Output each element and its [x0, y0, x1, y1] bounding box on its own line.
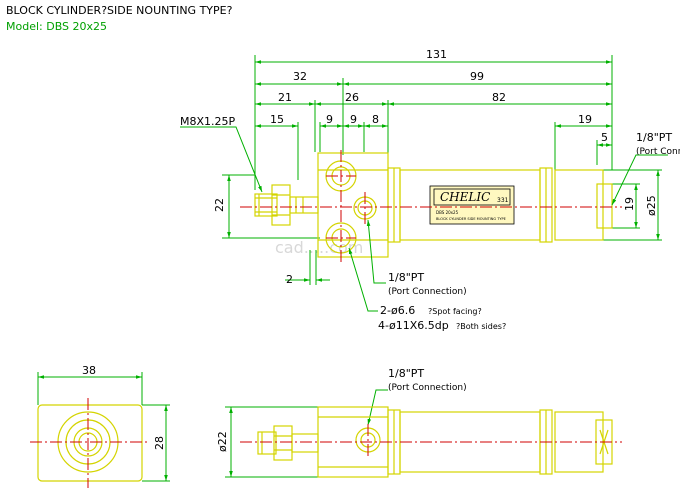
label-desc-line: BLOCK CYLINDER SIDE MOUNTING TYPE — [436, 217, 506, 221]
callout-port-right: 1/8"PT — [636, 131, 672, 144]
dim-28: 28 — [153, 436, 166, 450]
callout-thread: M8X1.25P — [180, 115, 236, 128]
dim-9a: 9 — [326, 113, 333, 126]
callout-holes-counterbore: 4-ø11X6.5dp — [378, 319, 449, 332]
drawing-title: BLOCK CYLINDER?SIDE NOUNTING TYPE? — [6, 4, 233, 17]
callout-port-bottom-sub: (Port Connection) — [388, 383, 467, 393]
dim-19-top: 19 — [578, 113, 592, 126]
label-model-line: DBS 20x25 — [436, 210, 459, 215]
dim-2: 2 — [286, 273, 293, 286]
dim-15: 15 — [270, 113, 284, 126]
dim-21: 21 — [278, 91, 292, 104]
dim-8: 8 — [372, 113, 379, 126]
chelic-label: CHELIC 331 DBS 20x25 BLOCK CYLINDER SIDE… — [429, 185, 515, 225]
dim-26: 26 — [345, 91, 359, 104]
callout-port-bottom: 1/8"PT — [388, 367, 424, 380]
callout-port-right-sub: (Port Connection) — [636, 147, 680, 157]
dim-phi25: ø25 — [645, 195, 658, 216]
dim-131: 131 — [426, 48, 447, 61]
dim-82: 82 — [492, 91, 506, 104]
dim-phi22: ø22 — [216, 431, 229, 452]
model-number: Model: DBS 20x25 — [6, 20, 108, 33]
chelic-brand: CHELIC — [440, 190, 490, 204]
center-lines-side — [240, 424, 622, 458]
dim-22: 22 — [213, 198, 226, 212]
cylinder-end-view — [37, 404, 143, 482]
dim-19-side: 19 — [623, 197, 636, 211]
dim-32: 32 — [293, 70, 307, 83]
callout-holes-spot: 2-ø6.6 — [380, 304, 415, 317]
center-lines-end — [30, 398, 150, 488]
callout-holes-spot-sub: ?Spot facing? — [428, 307, 482, 316]
center-lines-top — [240, 150, 622, 262]
dim-9b: 9 — [350, 113, 357, 126]
callout-port-mid-sub: (Port Connection) — [388, 287, 467, 297]
top-dimension-lines — [222, 55, 662, 285]
cylinder-top-view — [254, 152, 613, 258]
dim-38: 38 — [82, 364, 96, 377]
leaders-top — [180, 126, 668, 312]
dim-99: 99 — [470, 70, 484, 83]
chelic-code: 331 — [497, 197, 509, 204]
dim-5: 5 — [601, 131, 608, 144]
end-view-dimensions — [37, 372, 170, 482]
side-view-dimensions — [225, 389, 388, 478]
callout-holes-counterbore-sub: ?Both sides? — [456, 322, 506, 331]
callout-port-mid: 1/8"PT — [388, 271, 424, 284]
